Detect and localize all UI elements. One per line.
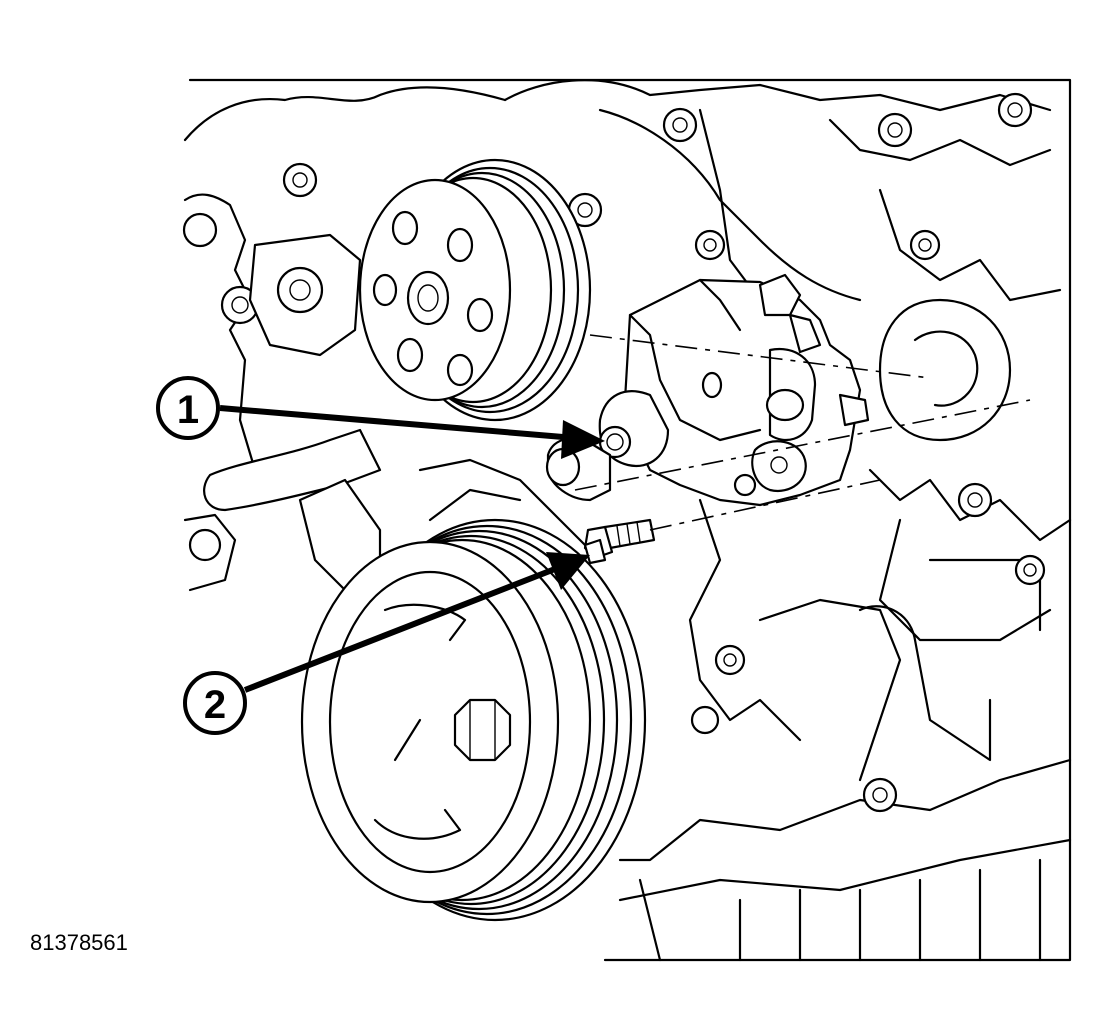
engine-bosses — [182, 92, 1046, 813]
callout-arrows — [219, 405, 605, 693]
mounting-bolt — [583, 518, 656, 565]
callout-1: 1 — [156, 376, 220, 440]
figure-id-label: 81378561 — [30, 930, 128, 955]
callout-2: 2 — [183, 671, 247, 735]
power-steering-pump — [598, 273, 870, 507]
callout-2-number: 2 — [204, 683, 226, 727]
alignment-centerlines — [574, 334, 1031, 531]
crankshaft-pulley — [300, 518, 647, 922]
water-pump-pulley — [358, 158, 592, 422]
callout-1-number: 1 — [177, 388, 199, 432]
coolant-hose — [203, 428, 382, 592]
tensioner-assembly — [248, 233, 362, 357]
